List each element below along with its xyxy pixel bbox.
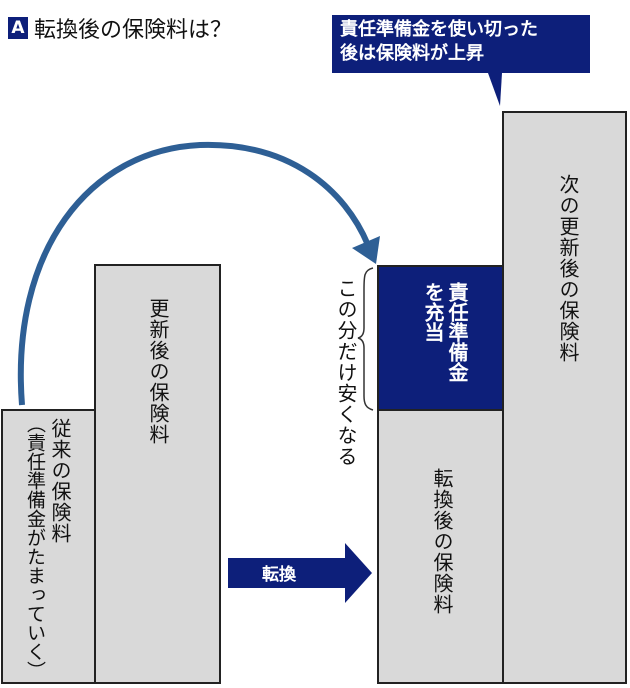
page-title: A 転換後の保険料は？ [8, 12, 232, 44]
bar-reserve-applied [377, 265, 504, 411]
callout-line1: 責任準備金を使い切った [340, 19, 538, 40]
previous-premium-label: 従来の保険料 [48, 418, 72, 544]
callout-line2: 後は保険料が上昇 [340, 43, 484, 64]
convert-arrow-label: 転換 [262, 565, 296, 585]
title-badge: A [8, 17, 28, 39]
bar-previous-premium [1, 409, 96, 684]
next-renewal-premium-label: 次の更新後の保険料 [556, 174, 580, 363]
brace-label: この分だけ安くなる [334, 278, 358, 467]
reserve-applied-line2: を充当 [421, 282, 445, 342]
callout: 責任準備金を使い切った 後は保険料が上昇 [332, 15, 590, 73]
renewed-premium-label: 更新後の保険料 [146, 298, 170, 445]
convert-arrow [228, 543, 372, 603]
converted-premium-label: 転換後の保険料 [430, 468, 454, 615]
title-text: 転換後の保険料は？ [34, 18, 233, 43]
bar-next-renewal-premium [502, 111, 627, 684]
reserve-applied-line1: 責任準備金 [445, 282, 469, 382]
curved-arrow-head [352, 236, 380, 264]
callout-tail [488, 73, 502, 106]
brace [357, 267, 374, 411]
bar-renewed-premium [94, 264, 221, 684]
previous-premium-note: （責任準備金がたまっていく） [24, 414, 46, 680]
curved-arrow [17, 141, 371, 406]
